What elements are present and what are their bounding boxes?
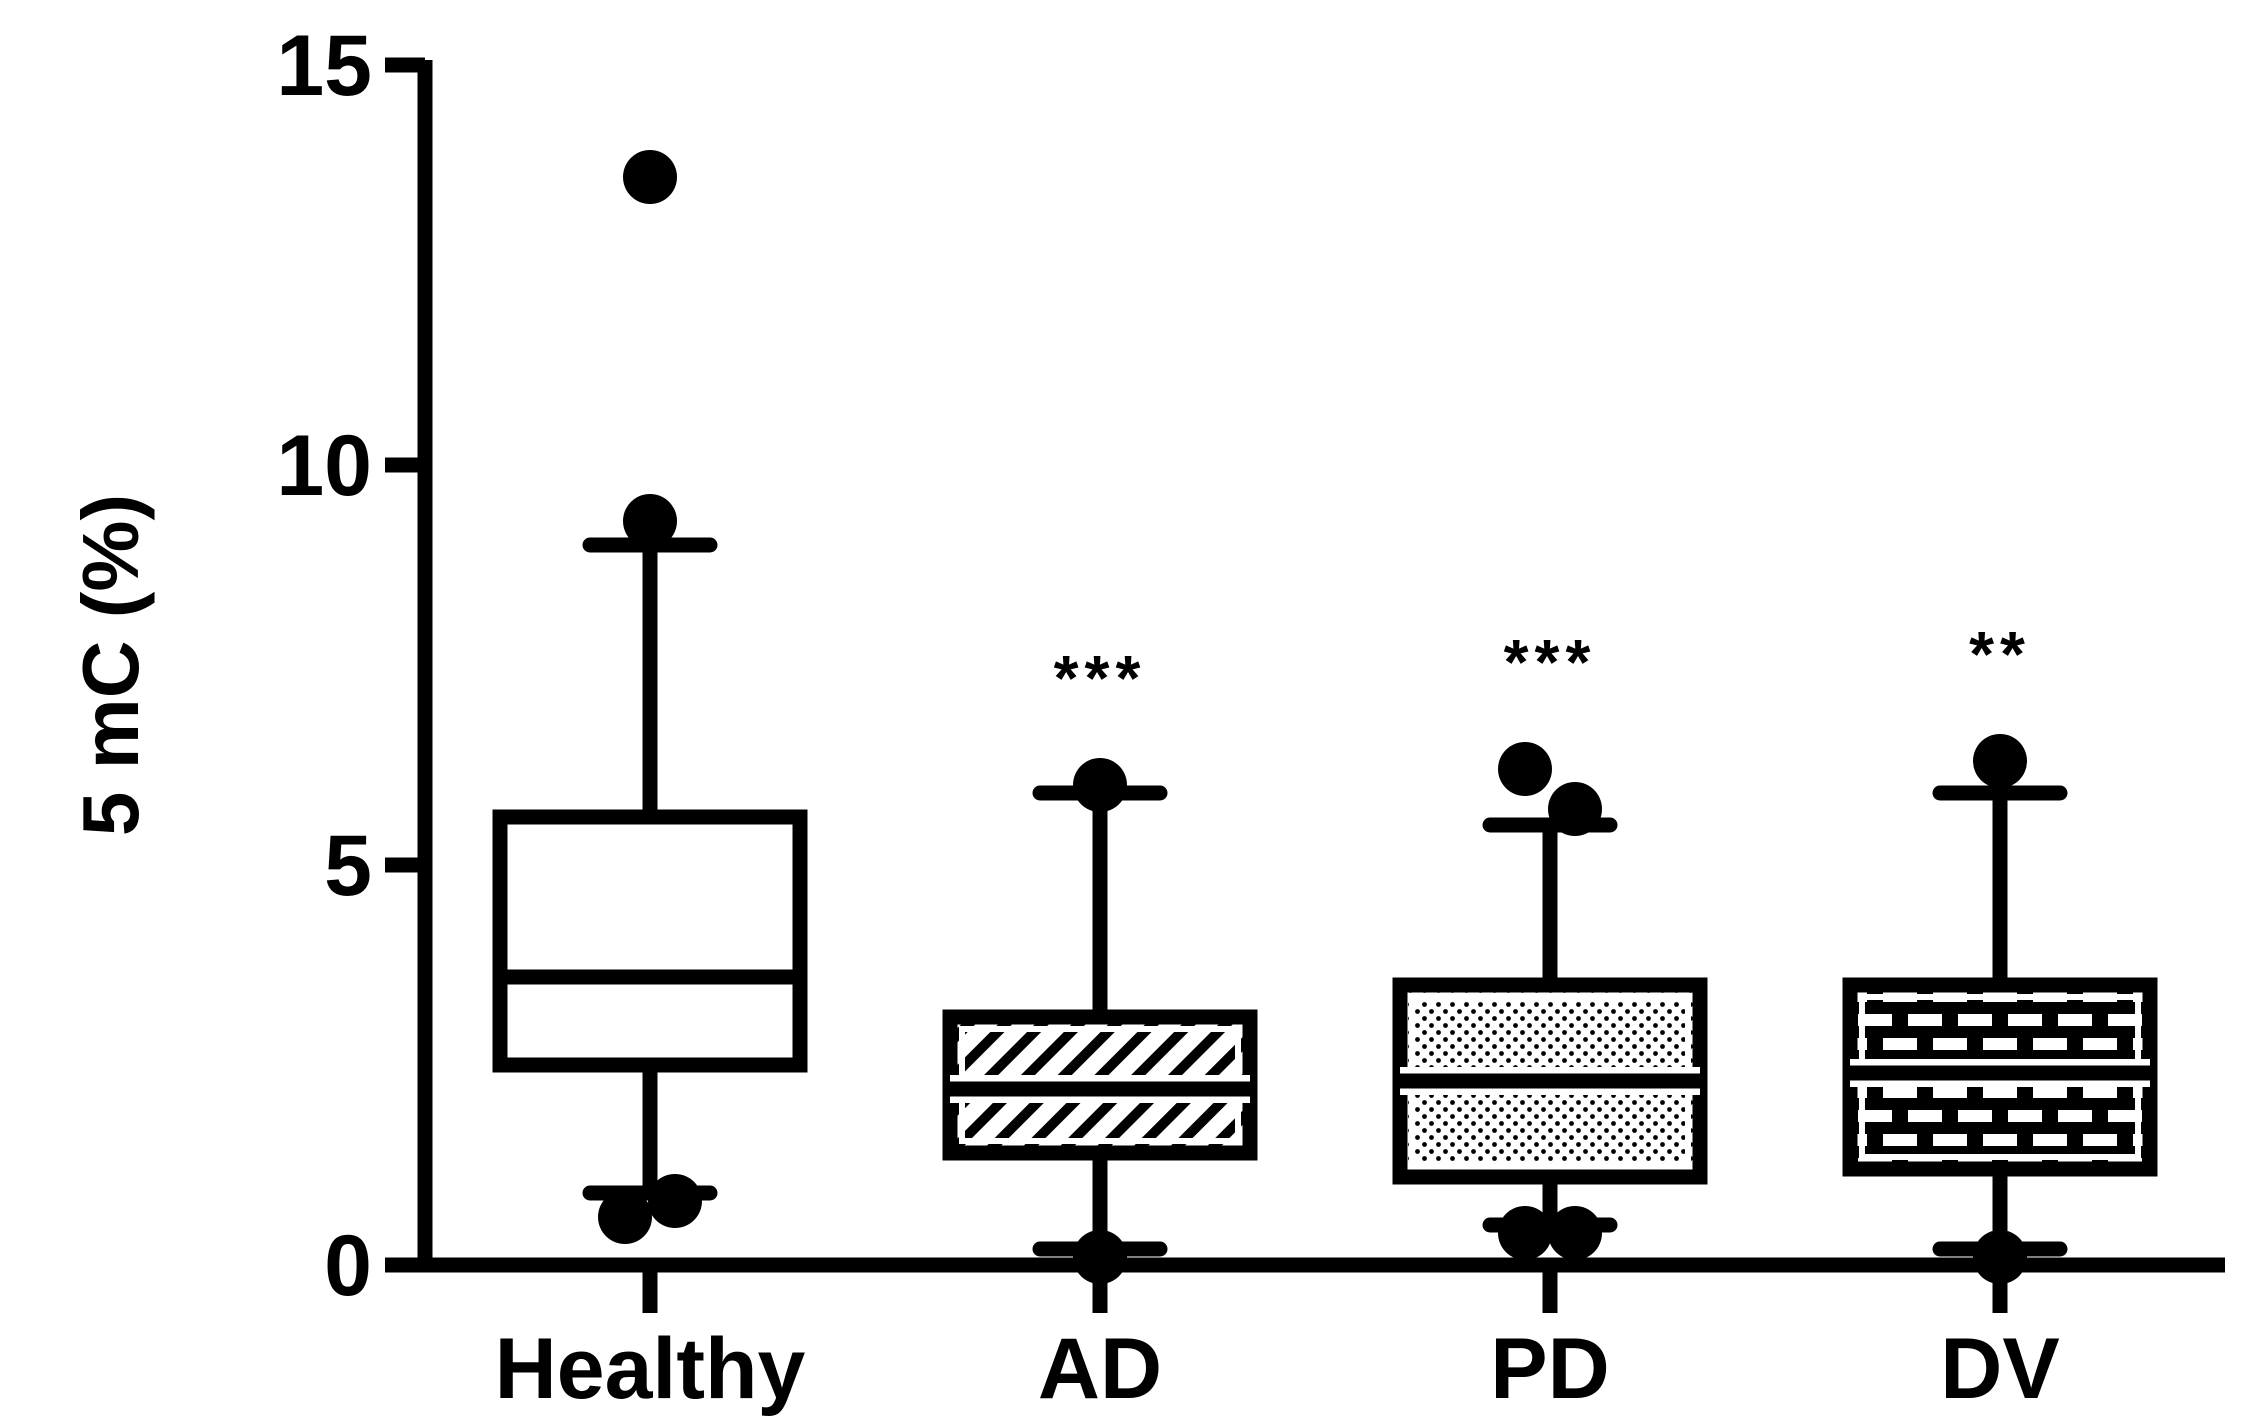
x-category-label: PD	[1490, 1321, 1609, 1417]
x-category-label: DV	[1940, 1321, 2059, 1417]
axes: 0 5 10 15 Healthy AD PD DV	[276, 18, 2225, 1417]
y-axis-ticks: 0 5 10 15	[276, 18, 425, 1314]
outlier-point	[1498, 742, 1552, 796]
x-axis-ticks: Healthy AD PD DV	[495, 1265, 2060, 1417]
box-group-pd: ***	[1392, 626, 1708, 1260]
outlier-point	[1548, 1206, 1602, 1260]
box-group-dv: **	[1842, 618, 2158, 1284]
y-tick-label: 15	[276, 18, 372, 114]
outlier-point	[1498, 1206, 1552, 1260]
x-category-label: AD	[1038, 1321, 1162, 1417]
significance-label: ***	[1054, 642, 1147, 714]
box-series: ********	[492, 150, 2158, 1284]
outlier-point	[623, 150, 677, 204]
x-category-label: Healthy	[495, 1321, 806, 1417]
outlier-point	[598, 1190, 652, 1244]
box-group-ad: ***	[942, 642, 1258, 1284]
y-tick-label: 5	[324, 818, 372, 914]
outlier-point	[623, 494, 677, 548]
outlier-point	[648, 1174, 702, 1228]
box-group-healthy	[492, 150, 808, 1244]
outlier-point	[1548, 782, 1602, 836]
y-tick-label: 10	[276, 418, 372, 514]
outlier-point	[1073, 758, 1127, 812]
outlier-point	[1073, 1230, 1127, 1284]
outlier-point	[1973, 734, 2027, 788]
y-tick-label: 0	[324, 1218, 372, 1314]
outlier-point	[1973, 1230, 2027, 1284]
significance-label: ***	[1504, 626, 1597, 698]
y-axis-title: 5 mC (%)	[66, 494, 155, 836]
significance-label: **	[1969, 618, 2031, 690]
box-iqr	[492, 809, 808, 1073]
